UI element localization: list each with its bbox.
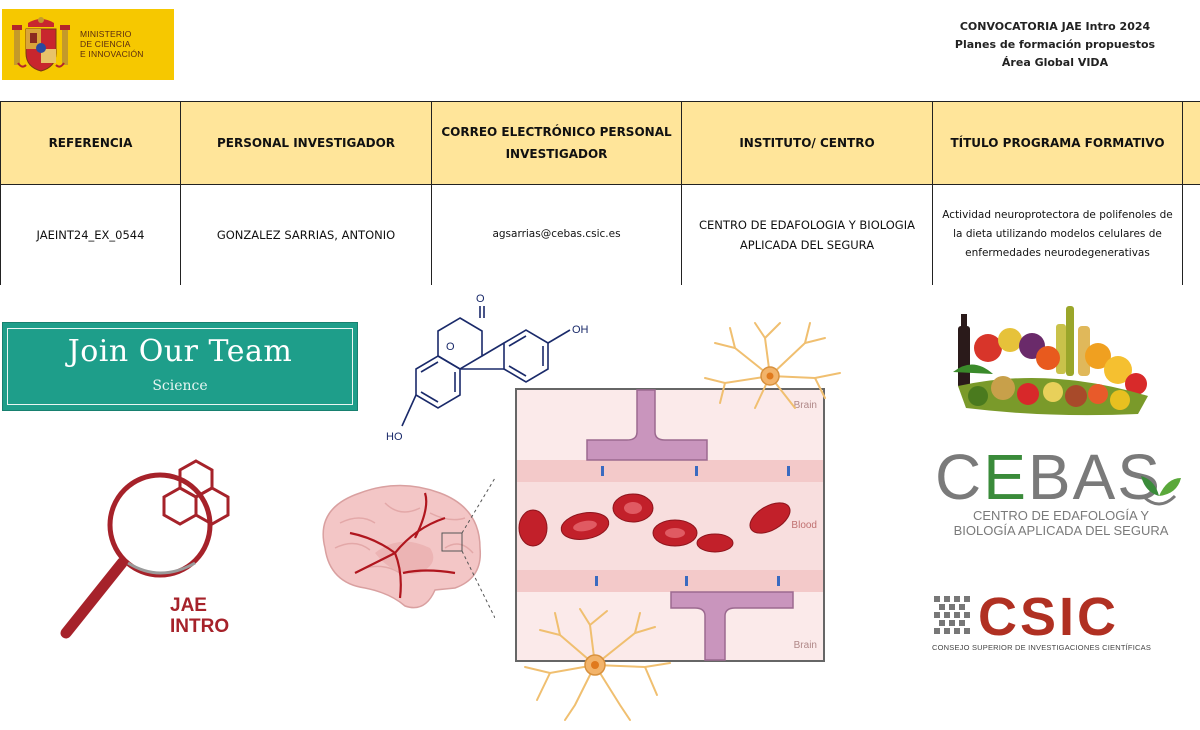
vessel-illustration-icon	[515, 388, 825, 662]
brain-illustration-icon	[322, 478, 495, 618]
join-team-banner: Join Our Team Science	[2, 322, 358, 411]
molecule-oh-label: OH	[572, 324, 589, 336]
healthy-food-icon	[953, 306, 1148, 416]
col-header-referencia: REFERENCIA	[0, 101, 181, 185]
call-info: CONVOCATORIA JAE Intro 2024 Planes de fo…	[930, 18, 1180, 72]
cell-overflow	[1182, 183, 1200, 285]
cell-instituto: CENTRO DE EDAFOLOGIA Y BIOLOGIA APLICADA…	[681, 183, 933, 285]
col-header-overflow	[1182, 101, 1200, 185]
cell-personal: GONZALEZ SARRIAS, ANTONIO	[180, 183, 432, 285]
cebas-letter-e: E	[983, 441, 1028, 513]
csic-emblem-icon	[932, 594, 972, 638]
csic-logo: CSIC CONSEJO SUPERIOR DE INVESTIGACIONES…	[928, 587, 1178, 660]
ministry-name: MINISTERIO DE CIENCIA E INNOVACIÓN	[80, 29, 144, 59]
label-blood: Blood	[791, 520, 817, 531]
label-brain-top: Brain	[793, 400, 817, 411]
jae-intro-text: JAE INTRO	[170, 595, 229, 637]
ministry-line-2: DE CIENCIA	[80, 39, 131, 49]
molecule-ho-label: HO	[386, 431, 403, 443]
banner-subtitle: Science	[152, 378, 208, 394]
call-plans: Planes de formación propuestos	[954, 38, 1156, 51]
col-header-correo: CORREO ELECTRÓNICO PERSONAL INVESTIGADOR	[431, 101, 682, 185]
call-title: CONVOCATORIA JAE Intro 2024	[959, 20, 1151, 33]
col-header-instituto: INSTITUTO/ CENTRO	[681, 101, 933, 185]
cell-titulo: Actividad neuroprotectora de polifenoles…	[932, 183, 1183, 285]
cell-referencia: JAEINT24_EX_0544	[0, 183, 181, 285]
ministry-line-3: E INNOVACIÓN	[80, 49, 144, 59]
cebas-letters-bas: BAS	[1027, 441, 1162, 513]
table-header-row: REFERENCIA PERSONAL INVESTIGADOR CORREO …	[0, 101, 1200, 185]
csic-caption: CONSEJO SUPERIOR DE INVESTIGACIONES CIEN…	[932, 643, 1152, 652]
astrocyte-bottom-icon	[524, 608, 671, 721]
label-brain-bottom: Brain	[793, 640, 817, 651]
cebas-sub-line-2: BIOLOGÍA APLICADA DEL SEGURA	[953, 523, 1169, 538]
jae-line-1: JAE	[170, 595, 207, 616]
table-row: JAEINT24_EX_0544 GONZALEZ SARRIAS, ANTON…	[0, 183, 1200, 285]
blood-brain-barrier-diagram: Brain Blood Brain	[515, 388, 825, 662]
training-plan-table: REFERENCIA PERSONAL INVESTIGADOR CORREO …	[0, 101, 1200, 285]
jae-line-2: INTRO	[170, 616, 230, 637]
molecule-structure-icon: O O OH HO	[386, 293, 589, 443]
banner-title: Join Our Team	[67, 334, 293, 369]
cebas-sub-line-1: CENTRO DE EDAFOLOGÍA Y	[972, 508, 1150, 523]
molecule-oxygen-label: O	[476, 293, 485, 305]
astrocyte-top-icon	[704, 322, 841, 409]
cell-correo[interactable]: agsarrias@cebas.csic.es	[431, 183, 682, 285]
ministry-logo: MINISTERIO DE CIENCIA E INNOVACIÓN	[2, 9, 174, 80]
coat-of-arms-icon	[12, 17, 70, 72]
csic-wordmark: CSIC	[978, 587, 1120, 647]
sprout-icon	[1141, 476, 1181, 506]
cebas-letter-c: C	[935, 441, 984, 513]
cebas-wordmark: CEBAS	[935, 440, 1162, 514]
banner-frame	[7, 328, 353, 405]
jae-intro-logo: JAE INTRO	[50, 455, 255, 650]
ministry-line-1: MINISTERIO	[80, 29, 132, 39]
molecule-ring-oxygen-label: O	[446, 341, 455, 353]
col-header-titulo: TÍTULO PROGRAMA FORMATIVO	[932, 101, 1183, 185]
call-area: Área Global VIDA	[1001, 56, 1109, 69]
cebas-subtitle: CENTRO DE EDAFOLOGÍA Y BIOLOGÍA APLICADA…	[945, 508, 1177, 538]
magnifier-hexagon-icon	[60, 459, 230, 639]
cebas-logo: CEBAS CENTRO DE EDAFOLOGÍA Y BIOLOGÍA AP…	[935, 441, 1185, 546]
col-header-personal: PERSONAL INVESTIGADOR	[180, 101, 432, 185]
